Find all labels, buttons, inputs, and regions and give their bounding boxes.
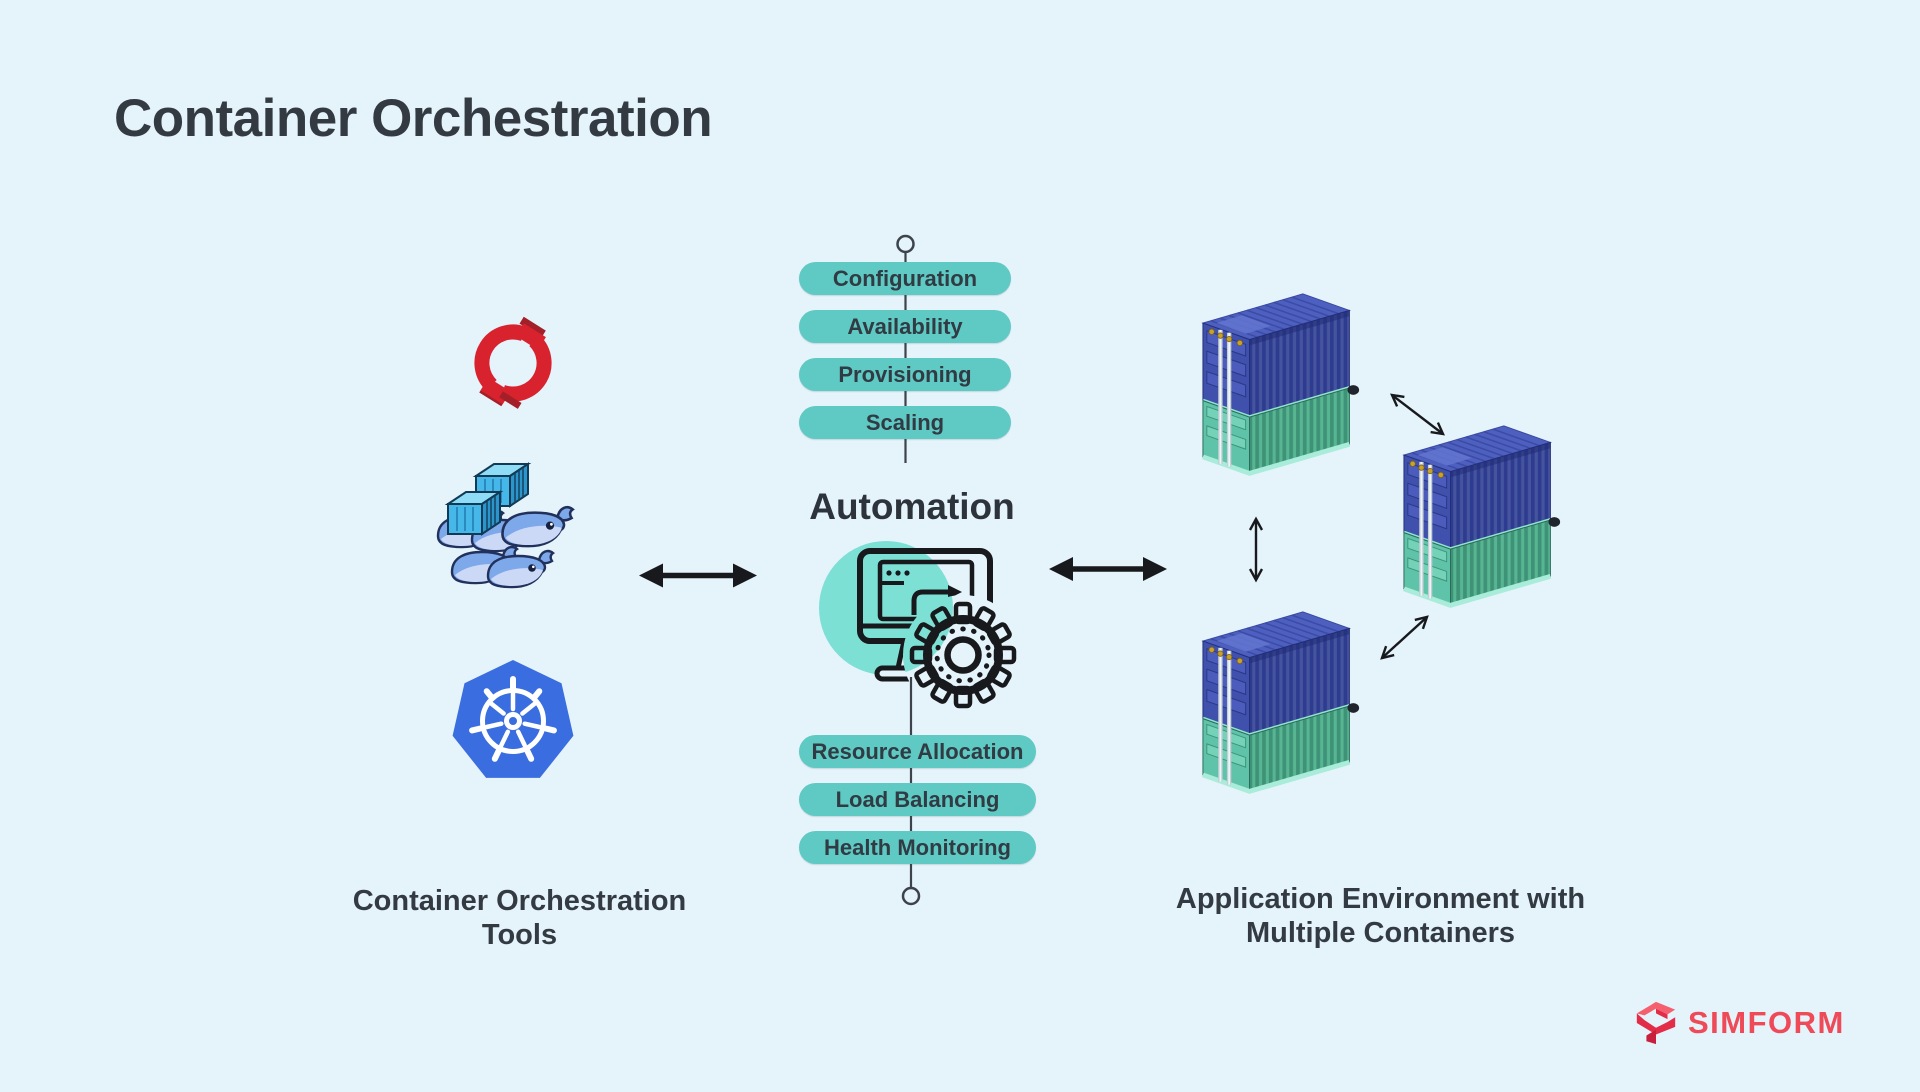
right-caption-line2: Multiple Containers <box>1245 917 1516 950</box>
container-stack-right <box>1404 426 1560 605</box>
pill-health-monitoring: Health Monitoring <box>799 831 1036 864</box>
left-caption-line1: Container Orchestration <box>352 885 687 917</box>
pill-load-balancing: Load Balancing <box>799 783 1036 816</box>
pill-resource-allocation: Resource Allocation <box>799 735 1036 768</box>
gear-icon <box>909 601 1017 709</box>
container-stack-bottom <box>1203 612 1359 791</box>
right-double-arrow <box>1049 557 1167 581</box>
brand-lockup: SIMFORM <box>1633 998 1845 1048</box>
automation-label: Automation <box>809 486 1015 527</box>
container-stack-top <box>1203 294 1359 473</box>
left-double-arrow <box>639 563 757 588</box>
left-caption: Container Orchestration Tools <box>327 884 712 952</box>
openshift-logo <box>474 316 552 409</box>
pill-provisioning: Provisioning <box>799 358 1011 391</box>
timeline-start-node <box>896 234 915 254</box>
cluster-link-arrows <box>1248 393 1445 660</box>
pill-scaling: Scaling <box>799 406 1011 439</box>
docker-swarm-logo <box>436 463 574 589</box>
timeline-end-node <box>901 886 921 906</box>
left-caption-line2: Tools <box>481 919 558 952</box>
right-caption: Application Environment with Multiple Co… <box>1148 882 1613 950</box>
kubernetes-logo <box>452 660 574 778</box>
pill-configuration: Configuration <box>799 262 1011 295</box>
pill-availability: Availability <box>799 310 1011 343</box>
container-cluster <box>1203 294 1560 791</box>
brand-name: SIMFORM <box>1688 1005 1845 1040</box>
automation-monitor-gear-icon <box>819 541 1017 709</box>
right-caption-line1: Application Environment with <box>1175 883 1586 915</box>
simform-logo-icon <box>1636 1001 1676 1045</box>
page-title: Container Orchestration <box>114 89 713 148</box>
